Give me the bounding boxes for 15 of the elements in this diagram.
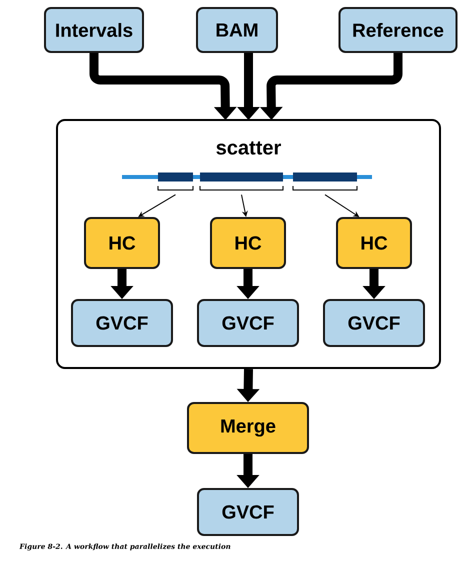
heading: scatter: [216, 141, 281, 155]
data-box: GVCF: [323, 299, 425, 347]
data-box: Reference: [338, 7, 458, 53]
process-box: HC: [210, 217, 286, 269]
interval-bar: [293, 172, 357, 182]
interval-bar: [200, 172, 283, 182]
data-box: GVCF: [197, 299, 299, 347]
data-box: Intervals: [44, 7, 144, 53]
process-box: HC: [84, 217, 160, 269]
data-box: GVCF: [197, 488, 299, 536]
data-box: BAM: [196, 7, 278, 53]
interval-bar: [158, 172, 193, 182]
data-box: GVCF: [71, 299, 173, 347]
process-box: HC: [336, 217, 412, 269]
process-box: Merge: [187, 402, 309, 454]
